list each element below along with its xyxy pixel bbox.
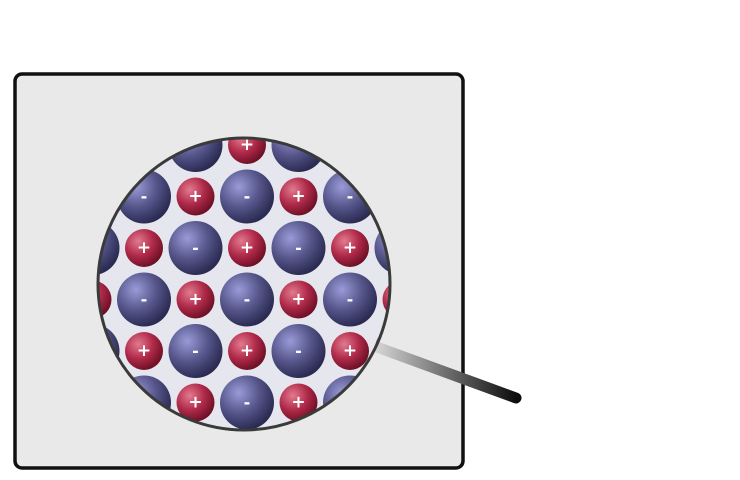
anion-sphere <box>271 324 326 378</box>
anion-ion: - <box>117 272 171 327</box>
anion-sphere <box>220 169 274 224</box>
anion-ion: - <box>271 324 326 378</box>
anion-sphere <box>168 324 223 378</box>
cation-ion: + <box>125 229 163 267</box>
cation-ion: + <box>176 177 215 216</box>
anion-sphere <box>168 221 223 275</box>
anion-ion: - <box>323 272 377 327</box>
cation-ion: + <box>331 229 369 267</box>
anion-ion: - <box>220 375 274 430</box>
cation-sphere <box>331 229 369 267</box>
anion-ion: - <box>168 324 223 378</box>
cation-sphere <box>228 229 266 267</box>
cation-ion: + <box>125 332 163 370</box>
anion-ion: - <box>271 221 326 275</box>
cation-sphere <box>125 332 163 370</box>
cation-sphere <box>228 332 266 370</box>
cation-ion: + <box>279 177 318 216</box>
anion-ion: - <box>220 169 274 224</box>
cation-ion: + <box>228 332 266 370</box>
cation-sphere <box>279 383 318 422</box>
cation-ion: + <box>331 332 369 370</box>
anion-sphere <box>220 272 274 327</box>
anion-sphere <box>271 221 326 275</box>
anion-ion: - <box>220 272 274 327</box>
anion-sphere <box>117 272 171 327</box>
anion-sphere <box>323 272 377 327</box>
cation-ion: + <box>176 280 215 319</box>
anion-sphere <box>220 375 274 430</box>
cation-sphere <box>279 177 318 216</box>
cation-sphere <box>176 177 215 216</box>
cation-sphere <box>176 383 215 422</box>
cation-sphere <box>331 332 369 370</box>
cation-sphere <box>228 138 266 164</box>
anion-ion: - <box>168 221 223 275</box>
cation-ion: + <box>279 280 318 319</box>
cation-sphere <box>279 280 318 319</box>
cation-sphere <box>176 280 215 319</box>
cation-sphere <box>125 229 163 267</box>
cation-sphere <box>98 280 112 319</box>
magnifier-lens-rim <box>96 136 392 432</box>
cation-ion: + <box>228 229 266 267</box>
magnifier-handle <box>368 340 522 404</box>
